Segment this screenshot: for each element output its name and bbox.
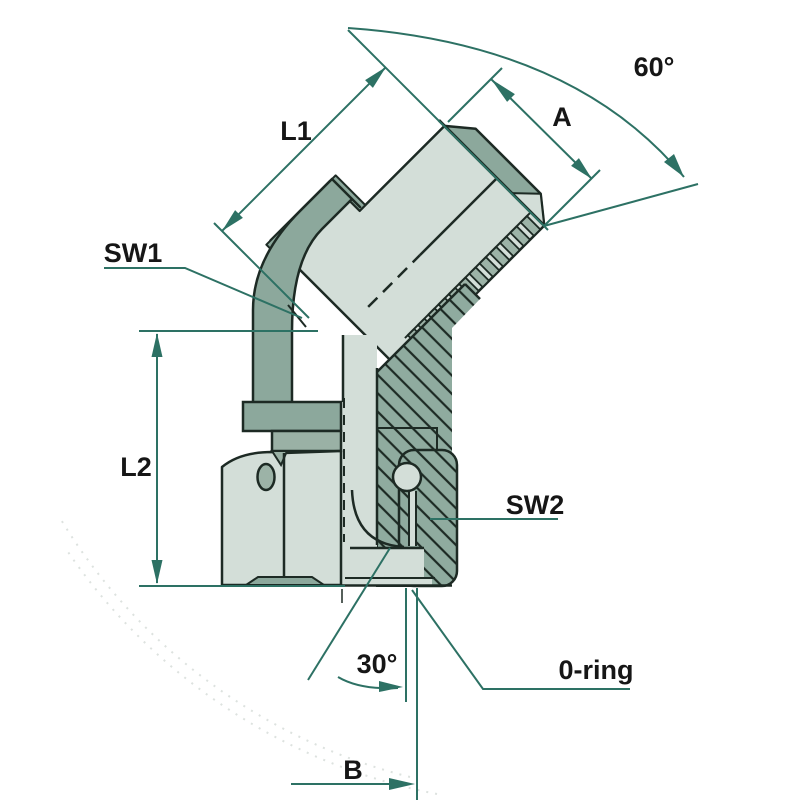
- hex-nut-dimple: [256, 462, 276, 492]
- thread-root-edge: [404, 211, 532, 339]
- arrowhead-a-lower: [571, 158, 592, 179]
- dimension-arrowheads: [151, 67, 684, 790]
- dim-line-l1: [221, 66, 387, 232]
- bottom-band: [342, 578, 432, 586]
- arrowhead-a-upper: [491, 79, 515, 102]
- dim-label-30: 30°: [357, 649, 398, 679]
- ext-line-60-flank: [543, 183, 699, 227]
- stud-wall-strip: [342, 335, 377, 548]
- groove-face: [409, 491, 416, 546]
- bore-edge-hidden: [367, 254, 421, 308]
- dim-label-l2: L2: [120, 452, 152, 482]
- dimension-labels: L1 A 60° SW1 L2 SW2 30° 0-ring B: [104, 52, 675, 785]
- ext-line-l1-corner: [213, 222, 310, 319]
- dim-label-sw2: SW2: [506, 490, 565, 520]
- leader-sw1: [104, 267, 303, 319]
- dim-label-a: A: [552, 102, 572, 132]
- leader-oring: [411, 589, 630, 690]
- bore-corner-arc: [350, 489, 405, 549]
- arrowhead-l1-lower: [222, 210, 243, 231]
- dimension-lines: [104, 27, 699, 800]
- arrowhead-b: [389, 778, 415, 790]
- arrowhead-l2-down: [151, 560, 163, 584]
- dim-label-b: B: [343, 755, 363, 785]
- o-ring-circle: [391, 461, 423, 493]
- body-flange: [241, 400, 343, 433]
- arrowhead-l1-upper: [365, 67, 386, 88]
- line-30-slant: [307, 547, 391, 681]
- ext-line-end-face: [347, 29, 549, 231]
- arc-60: [347, 27, 685, 178]
- arrowhead-30: [379, 681, 403, 692]
- bore-edge-solid: [418, 177, 498, 257]
- dim-label-sw1: SW1: [104, 238, 163, 268]
- bottom-lip: [342, 548, 424, 578]
- hex-nut: [220, 449, 343, 587]
- arrowhead-l2-up: [151, 333, 163, 357]
- dim-label-oring: 0-ring: [558, 655, 633, 685]
- dim-label-l1: L1: [280, 116, 312, 146]
- washer-band: [270, 429, 343, 453]
- ext-line-a-tip: [543, 169, 601, 227]
- ext-line-a-crest: [447, 67, 503, 123]
- corner-hex-band: [251, 177, 362, 405]
- hex-nut-bottom-chamfer: [242, 576, 328, 586]
- dim-label-60: 60°: [634, 52, 675, 82]
- arm-section: [377, 284, 480, 452]
- arrowhead-60: [664, 154, 684, 177]
